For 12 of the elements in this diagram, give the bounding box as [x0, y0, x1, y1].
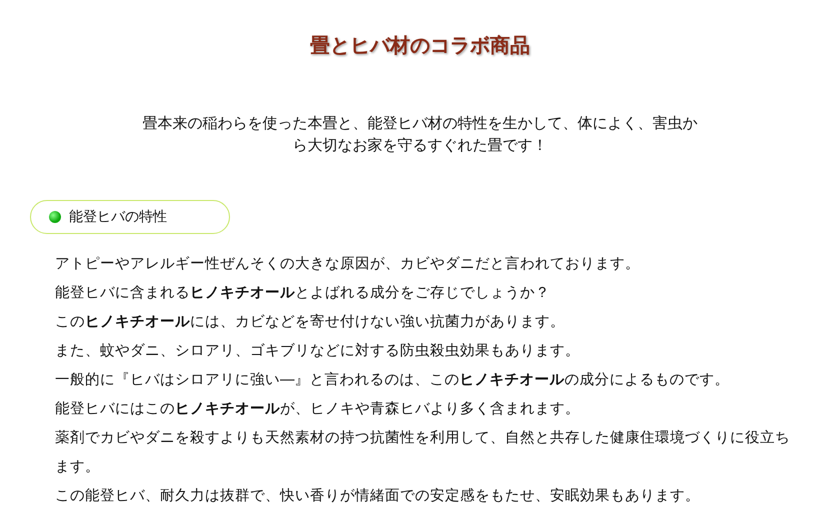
body-text: 能登ヒバに含まれるヒノキチオールとよばれる成分をご存じでしょうか？ — [55, 284, 551, 303]
intro-paragraph: 畳本来の稲わらを使った本畳と、能登ヒバ材の特性を生かして、体によく、害虫から大切なお家を守るすぐれた畳です！ — [142, 113, 698, 156]
body-text: 薬剤でカビやダニを殺すよりも天然素材の持つ抗菌性を利用して、自然と共存した健康住環境づくりに役立ちます。 — [55, 428, 791, 477]
body-text: 能登ヒバにはこのヒノキチオールが、ヒノキや青森ヒバより多く含まれます。 — [55, 400, 581, 419]
section-heading-pill — [30, 200, 230, 234]
section-heading: 能登ヒバの特性 — [69, 208, 167, 226]
body-text: この能登ヒバ、耐久力は抜群で、快い香りが情緒面での安定感をもたせ、安眠効果もあります。 — [55, 486, 701, 506]
body-text: このヒノキチオールには、カビなどを寄せ付けない強い抗菌力があります。 — [55, 312, 566, 332]
body-text: アトピーやアレルギー性ぜんそくの大きな原因が、カビやダニだと言われております。 — [55, 254, 641, 274]
title: 畳とヒバ材のコラボ商品 — [310, 32, 530, 59]
body-text: また、蚊やダニ、シロアリ、ゴキブリなどに対する防虫殺虫効果もあります。 — [55, 342, 581, 361]
body-text: 一般的に『ヒバはシロアリに強い―』と言われるのは、このヒノキチオールの成分によるものです。 — [55, 370, 730, 390]
